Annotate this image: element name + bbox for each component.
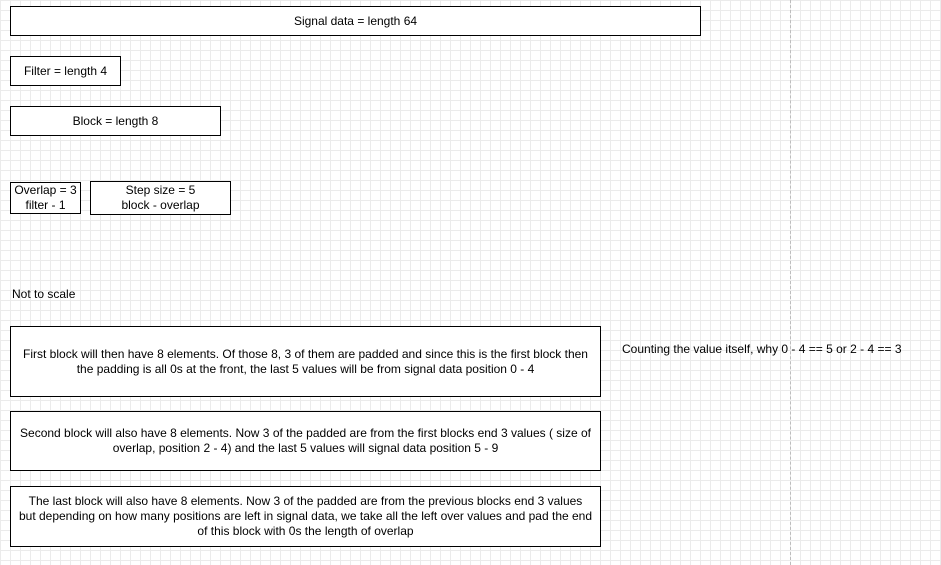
filter-box[interactable]: Filter = length 4: [10, 56, 121, 86]
second-block-description[interactable]: Second block will also have 8 elements. …: [10, 411, 601, 471]
page-boundary-line: [790, 0, 791, 565]
counting-note: Counting the value itself, why 0 - 4 == …: [622, 342, 902, 356]
overlap-box[interactable]: Overlap = 3 filter - 1: [10, 182, 81, 214]
block-box[interactable]: Block = length 8: [10, 106, 221, 136]
first-block-description[interactable]: First block will then have 8 elements. O…: [10, 326, 601, 397]
last-block-description[interactable]: The last block will also have 8 elements…: [10, 486, 601, 547]
signal-data-box[interactable]: Signal data = length 64: [10, 6, 701, 36]
step-size-box[interactable]: Step size = 5 block - overlap: [90, 181, 231, 215]
not-to-scale-label: Not to scale: [12, 287, 76, 301]
